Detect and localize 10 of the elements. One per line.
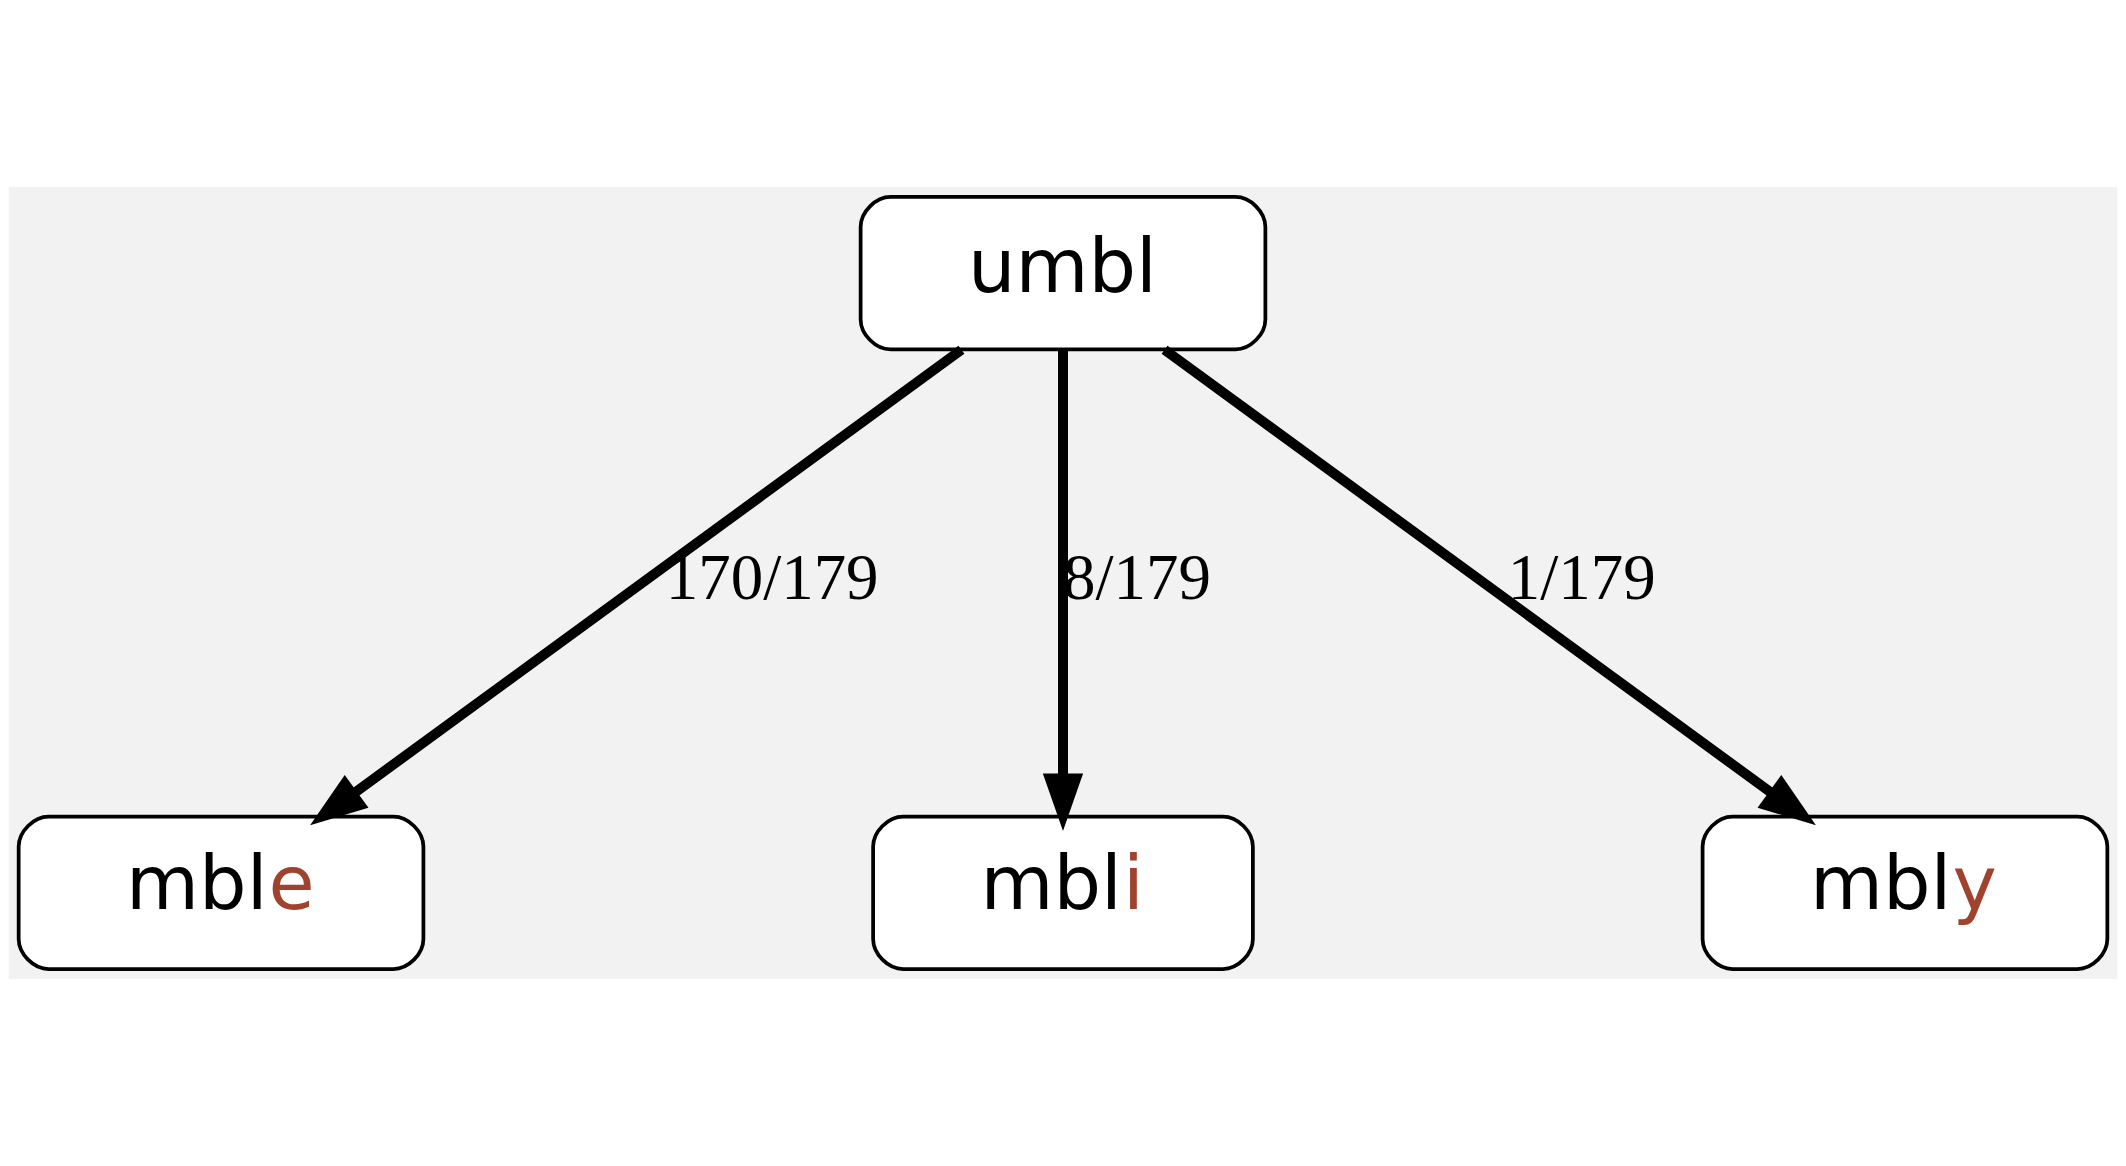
node-box: umbl — [858, 195, 1268, 352]
arrow — [310, 345, 965, 826]
node-box: mbli — [871, 814, 1255, 971]
arrow — [1042, 349, 1084, 831]
edge-label: 8/179 — [1063, 540, 1211, 613]
node-box: mbly — [1700, 814, 2110, 971]
edge-label: 170/179 — [665, 540, 879, 613]
node-box: mble — [16, 814, 426, 971]
edge-label: 1/179 — [1507, 540, 1656, 613]
arrow — [1161, 345, 1816, 826]
